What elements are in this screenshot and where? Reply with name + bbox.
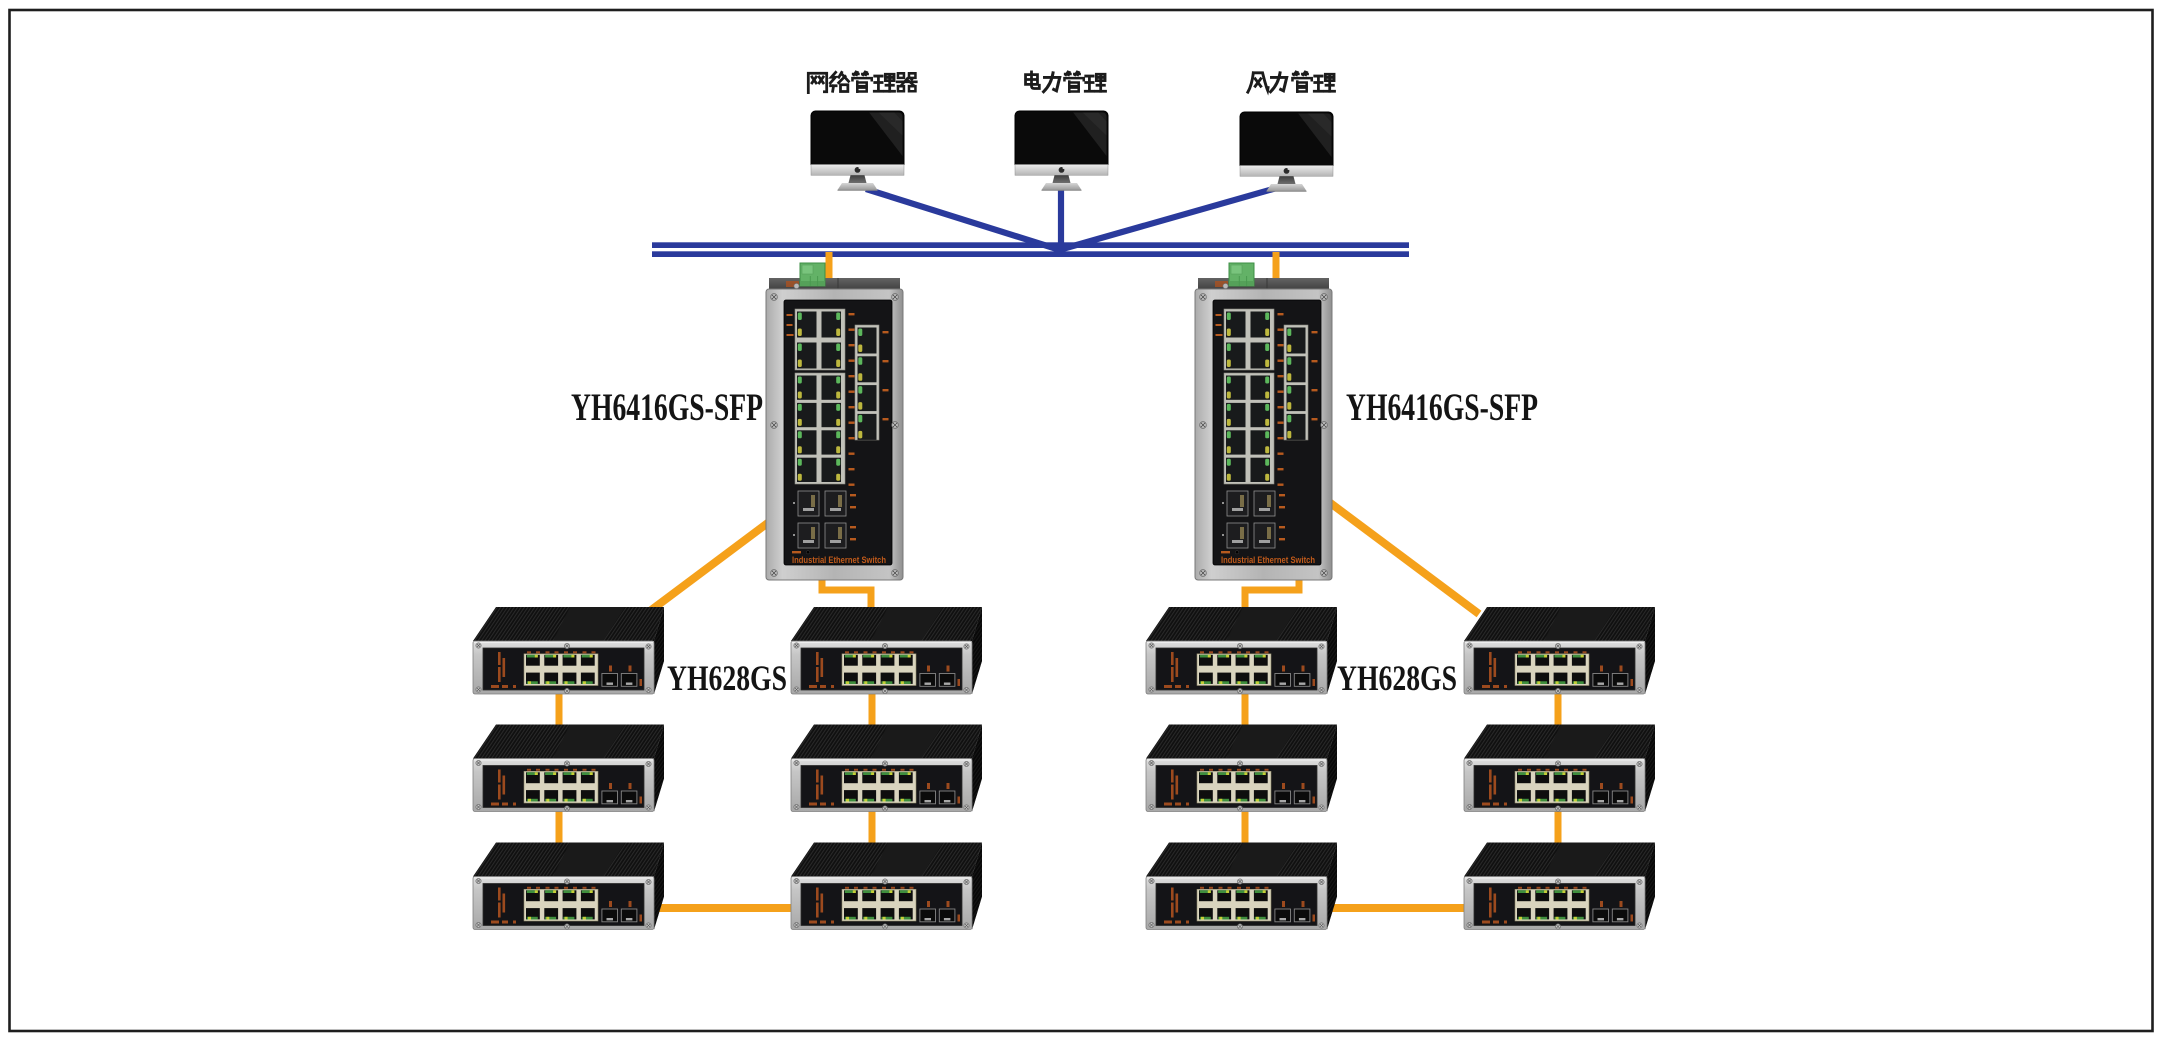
svg-text:YH6416GS-SFP: YH6416GS-SFP xyxy=(571,386,763,429)
svg-text:YH628GS: YH628GS xyxy=(667,658,787,698)
svg-text:YH628GS: YH628GS xyxy=(1337,658,1457,698)
svg-text:YH6416GS-SFP: YH6416GS-SFP xyxy=(1346,386,1538,429)
